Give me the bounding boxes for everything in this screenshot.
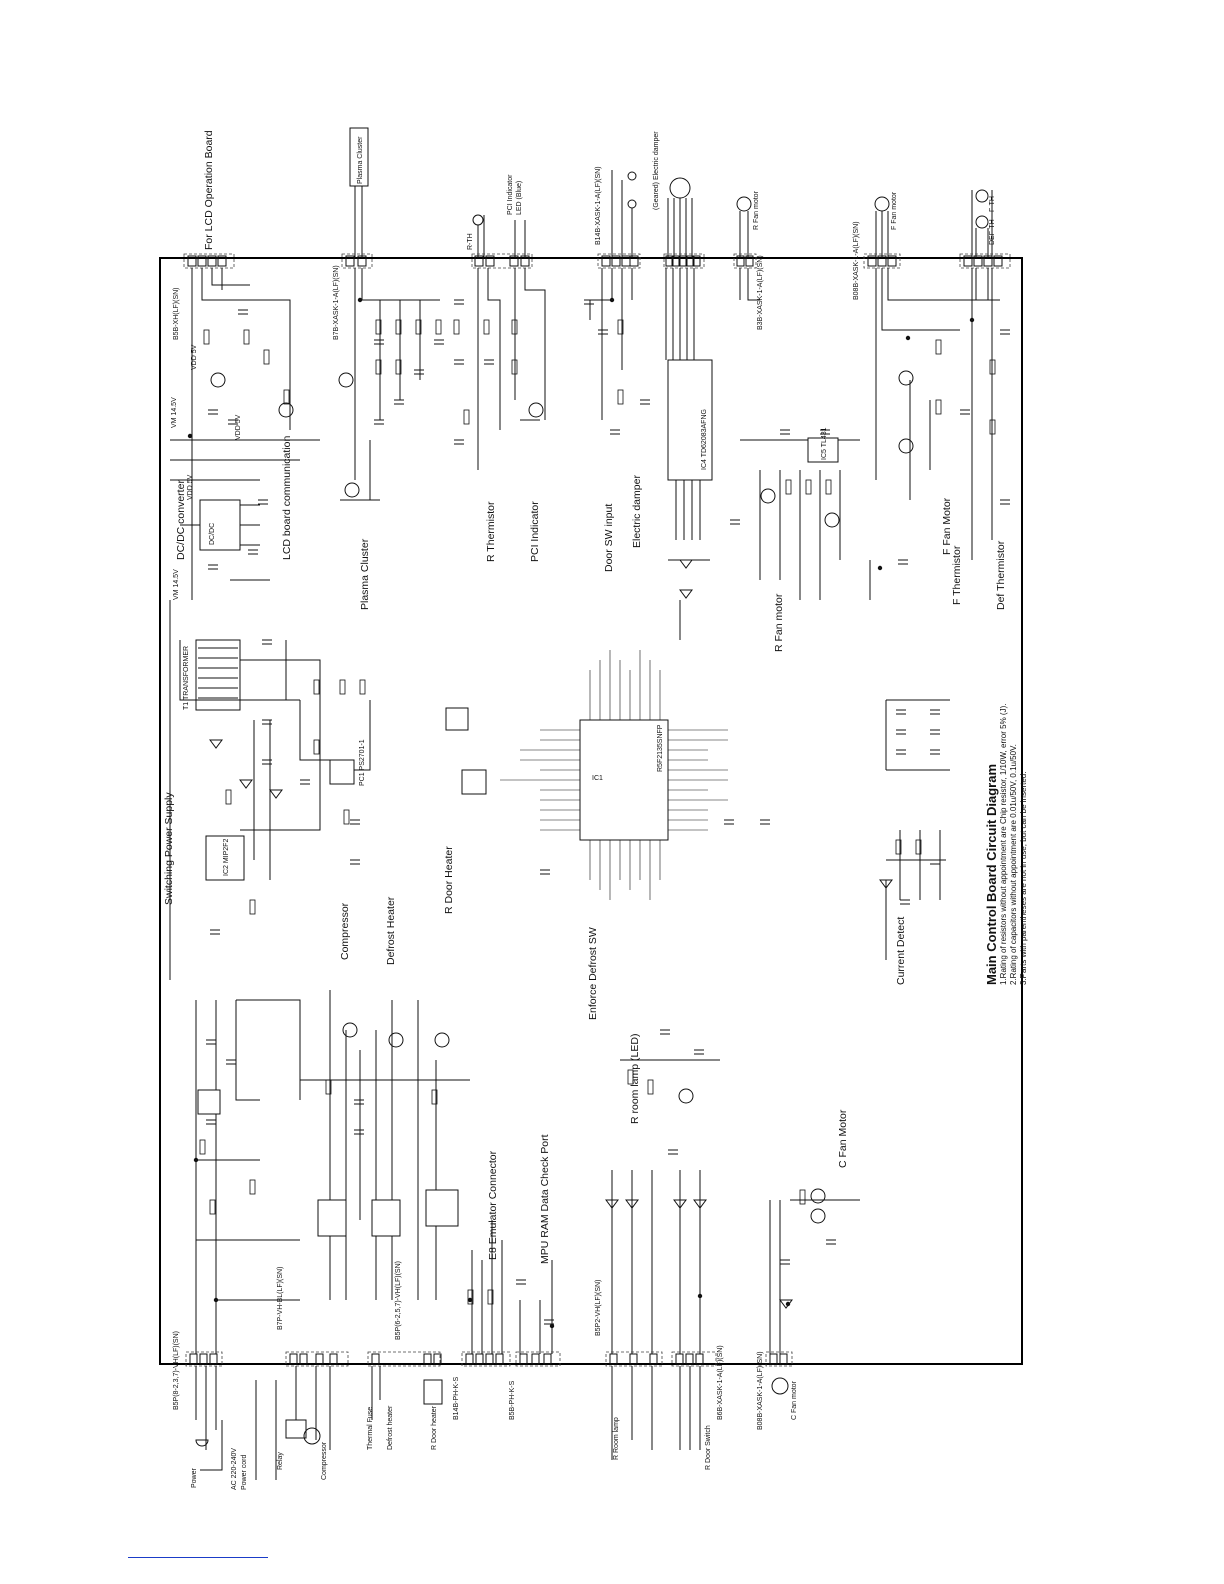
r-door-heater-section-label: R Door Heater: [443, 846, 455, 914]
note-1: 1.Rating of resistors without appointmen…: [999, 704, 1008, 985]
svg-text:R5F2135SNFP: R5F2135SNFP: [657, 724, 664, 772]
plasma-section-label: Plasma Cluster: [359, 538, 371, 610]
switching-label: Switching Power Supply: [163, 792, 175, 905]
dcdc-region: DC/DC VM 14.5V VDD 5V VDD 5V VDD 5V VM 1…: [170, 268, 320, 600]
door-sw-label: Door SW input: [603, 504, 615, 572]
top-connectors: B5B-XH(LF)(SN) B7B-XASK-1-A(LF)(SN) B14B…: [173, 166, 1011, 340]
svg-text:IC1: IC1: [592, 775, 603, 782]
r-door-heater-device-label: R Door heater: [431, 1405, 438, 1450]
note-2: 2.Rating of capacitors without appointme…: [1009, 744, 1018, 985]
svg-text:VM 14.5V: VM 14.5V: [171, 397, 178, 428]
cn-rfan-label: B3B-XASK-1-A(LF)(SN): [757, 255, 764, 330]
f-fan-top-label: F Fan motor: [891, 191, 898, 230]
cn-lamp-label: B5P2-VH(LF)(SN): [595, 1280, 602, 1336]
e8-mpu-region: [467, 1220, 554, 1354]
title-block: Main Control Board Circuit Diagram 1.Rat…: [984, 704, 1028, 985]
lamp-region: [605, 1029, 720, 1354]
lcd-comm-label: LCD board communication: [281, 436, 293, 560]
svg-text:DC/DC: DC/DC: [209, 523, 216, 545]
cn-cfan-label: B08B-XASK-1-A(LF)(SN): [757, 1351, 764, 1430]
power-plug-label: Power: [191, 1467, 198, 1488]
current-detect-label: Current Detect: [895, 917, 907, 985]
plasma-box-label: Plasma Cluster: [357, 136, 364, 184]
mpu-ram-label: MPU RAM Data Check Port: [539, 1134, 551, 1264]
switching-ic: [205, 835, 245, 881]
fan-region: IC5 TL431: [730, 268, 1010, 600]
pci-indicator-label: PCI Indicator: [507, 174, 514, 215]
plasma-region: [338, 268, 444, 501]
defrost-heater-section-label: Defrost Heater: [385, 896, 397, 965]
mcu-region: IC1 R5F2135SNFP: [445, 650, 770, 900]
c-fan-section-label: C Fan Motor: [837, 1109, 849, 1168]
mcu: [579, 719, 669, 841]
diagram-title: Main Control Board Circuit Diagram: [984, 764, 999, 985]
damper-label: (Geared) Electric damper: [653, 131, 660, 210]
svg-text:VDD 5V: VDD 5V: [235, 414, 242, 440]
c-fan-device-label: C Fan motor: [791, 1380, 798, 1420]
r-th-label: R-TH: [467, 233, 474, 250]
ac-input-label: AC 220-240V: [231, 1448, 238, 1490]
bottom-connectors: B5P(8-2,3,7)-VH(LF)(SN) B7P-VH-BL(LF)(SN…: [173, 1261, 793, 1430]
damper-section-label: Electric damper: [631, 475, 643, 548]
photo-coupler: [329, 759, 355, 785]
r-thermistor-label: R Thermistor: [485, 501, 497, 562]
section-labels: For LCD Operation Board DC/DC converter …: [163, 130, 1007, 1264]
f-fan-section-label: F Fan Motor: [941, 497, 953, 555]
enforce-defrost-label: Enforce Defrost SW: [587, 927, 599, 1020]
rtherm-pci-region: [453, 268, 546, 470]
lcd-board-label: For LCD Operation Board: [203, 130, 215, 250]
lamp-device-label: R Room lamp: [613, 1417, 620, 1460]
svg-text:VM 14.5V: VM 14.5V: [173, 569, 180, 600]
defrost-heater-device-label: Defrost heater: [387, 1405, 394, 1450]
cn-e8-label: B14B-PH-K-S: [453, 1376, 460, 1420]
dcdc-label: DC/DC converter: [175, 480, 187, 560]
r-fan-section-label: R Fan motor: [773, 593, 785, 652]
cn-power-label: B5P(8-2,3,7)-VH(LF)(SN): [173, 1331, 180, 1410]
thermal-fuse-label: Thermal Fuse: [367, 1407, 374, 1450]
cn-mpu-label: B5B-PH-K-S: [509, 1380, 516, 1420]
pci-section-label: PCI Indicator: [529, 501, 541, 562]
board-frame: [159, 257, 1023, 1365]
relay-label: Relay: [277, 1452, 284, 1470]
power-cord-label: Power cord: [241, 1454, 248, 1490]
pci-led-label: LED (Blue): [516, 181, 523, 215]
svg-text:IC2 MIP2F2: IC2 MIP2F2: [223, 839, 230, 876]
e8-emulator-label: E8 Emulator Connector: [487, 1150, 499, 1260]
footnote-rule: [128, 1557, 268, 1558]
svg-text:VDD 5V: VDD 5V: [187, 474, 194, 500]
driver-ic: [667, 359, 713, 481]
r-room-lamp-label: R room lamp (LED): [629, 1034, 641, 1124]
door-switch-label: R Door Switch: [705, 1425, 712, 1470]
switching-supply-region: T1 TRANSFORMER IC2 MIP2F2 PC1 PS2701-1: [169, 600, 371, 980]
compressor-section-label: Compressor: [339, 902, 351, 960]
cn-ffan-label: B08B-XASK-1-A(LF)(SN): [853, 221, 860, 300]
damper-region: IC4 TD62083AFNG: [584, 268, 713, 640]
r-fan-top-label: R Fan motor: [753, 190, 760, 230]
svg-text:IC4 TD62083AFNG: IC4 TD62083AFNG: [701, 409, 708, 470]
svg-text:VDD 5V: VDD 5V: [191, 344, 198, 370]
def-thermistor-label: Def Thermistor: [995, 540, 1007, 610]
svg-text:IC5 TL431: IC5 TL431: [821, 427, 828, 460]
current-detect-region: [879, 699, 950, 960]
cn-plasma-label: B7B-XASK-1-A(LF)(SN): [333, 265, 340, 340]
cn-door-label: B6B-XASK-1-A(LF)(SN): [717, 1345, 724, 1420]
top-external-devices: Plasma Cluster PCI Indicator LED (Blue) …: [349, 127, 996, 258]
input-filter-region: [195, 999, 301, 1354]
svg-text:PC1 PS2701-1: PC1 PS2701-1: [359, 739, 366, 786]
f-thermistor-label: F Thermistor: [951, 545, 963, 605]
compressor-device-label: Compressor: [321, 1441, 328, 1480]
cn-lcd-label: B5B-XH(LF)(SN): [173, 287, 180, 340]
cn-comp-label: B7P-VH-BL(LF)(SN): [277, 1267, 284, 1330]
bottom-external-devices: Power AC 220-240V Power cord Relay Compr…: [191, 1366, 798, 1490]
cn-damper-label: B14B-XASK-1-A(LF)(SN): [595, 166, 602, 245]
junctions: [187, 297, 975, 1329]
cn-heater-label: B5P(6-2,5,7)-VH(LF)(SN): [395, 1261, 402, 1340]
note-3: 3.Parts with parentheses are not in use,…: [1019, 772, 1028, 985]
relay-region: [300, 990, 470, 1300]
c-fan-region: [769, 1188, 860, 1354]
svg-text:T1 TRANSFORMER: T1 TRANSFORMER: [183, 646, 190, 710]
